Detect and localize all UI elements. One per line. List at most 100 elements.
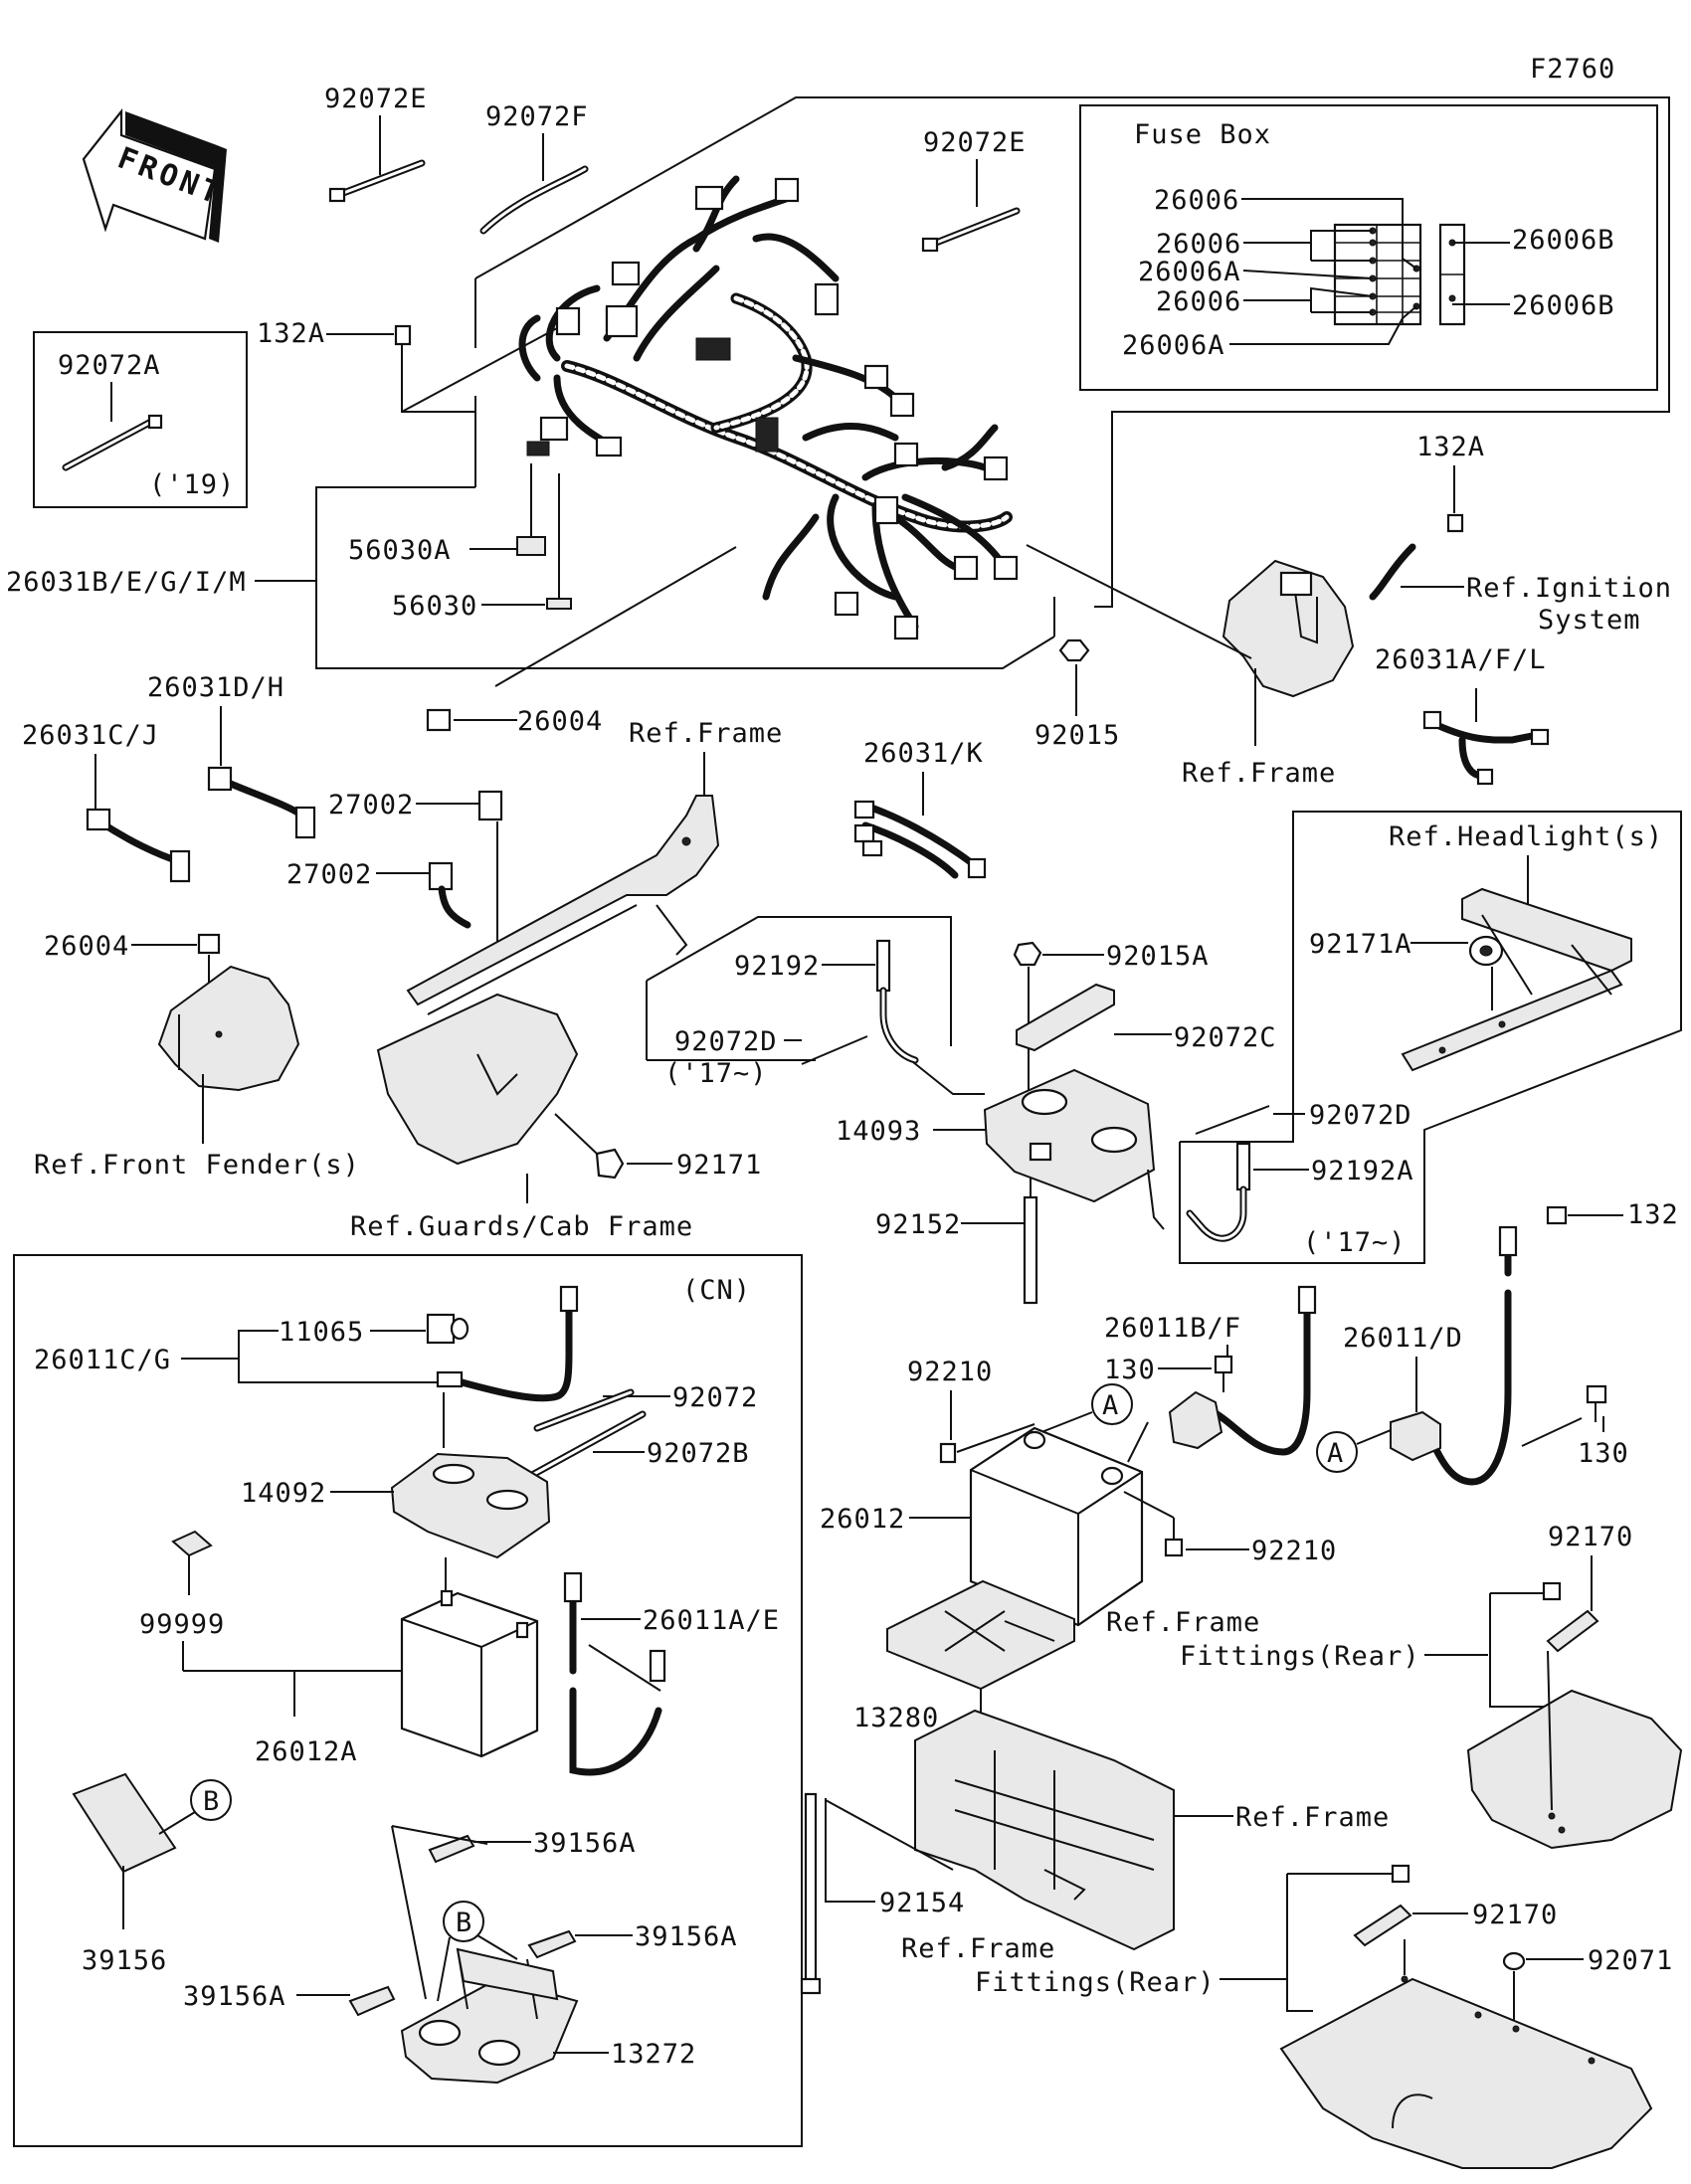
label-92170-1: 92170 [1548,1522,1633,1552]
label-26031dh: 26031D/H [147,672,284,703]
label-92192: 92192 [734,951,820,982]
label-26011cg: 26011C/G [34,1345,171,1375]
label-ref-ignition-1: Ref.Ignition [1466,573,1672,604]
cn-variant-box [13,1254,803,2147]
label-26011bf: 26011B/F [1104,1313,1241,1344]
label-a-2: A [1327,1438,1344,1469]
cable-tie-92072e [328,159,426,203]
label-92154: 92154 [879,1888,965,1918]
bolt-92154 [800,1792,822,1995]
sub-harness-26031afl [1422,710,1550,786]
label-92071: 92071 [1588,1945,1673,1976]
label-92072d-2: 92072D [1309,1100,1412,1131]
fuse-box-panel [1079,104,1658,391]
label-ref-frame-3: Ref.Frame [1235,1802,1390,1833]
ignition-bracket [1221,559,1355,698]
label-ref-frame-fit-1: Ref.Frame [1106,1607,1260,1638]
label-39156a-2: 39156A [635,1921,738,1952]
pad-39156a-3 [348,1985,396,2017]
nut-92015 [1058,638,1090,662]
nut-92071 [1502,1951,1526,1971]
label-56030a: 56030A [348,535,452,566]
label-27002-2: 27002 [286,859,372,890]
label-26031cj: 26031C/J [22,720,159,751]
headlight-bracket [1401,887,1632,1072]
label-ref-frame-1: Ref.Frame [1182,758,1336,789]
fuse-box-assembly [1333,223,1466,326]
label-92015: 92015 [1034,720,1120,751]
label-14092: 14092 [241,1478,326,1509]
pad-39156a-1 [428,1834,475,1864]
cable-tie-92072f [479,165,589,235]
label-26012: 26012 [820,1504,905,1535]
label-92170-2: 92170 [1472,1900,1558,1930]
frame-member-mid [406,795,720,1015]
bolt-132a-right [1446,513,1464,533]
battery-cover-14092 [390,1452,551,1559]
label-ref-frame-2: Ref.Frame [629,718,783,749]
sticker-39156 [72,1772,177,1874]
rear-fitting-plate-2 [1279,1975,1653,2169]
label-39156a-1: 39156A [533,1828,637,1859]
label-26011ae: 26011A/E [643,1605,780,1636]
label-26006b-1: 26006B [1512,225,1615,256]
fuse-27002-2 [428,861,454,891]
terminal-cover-26011d [1390,1410,1441,1462]
label-130-2: 130 [1578,1438,1629,1469]
sub-harness-26031k [853,800,987,879]
rod-92152 [1023,1195,1038,1305]
label-sticker-56030 [546,598,572,610]
label-11065: 11065 [279,1317,364,1348]
bolt-92170-2 [1353,1864,1412,1975]
diagram-id: F2760 [1530,54,1615,85]
nut-92015a [1013,941,1042,967]
label-26011d: 26011/D [1343,1323,1463,1354]
label-99999: 99999 [139,1609,225,1640]
label-39156a-3: 39156A [183,1981,286,2012]
sub-harness-26031cj [86,808,191,883]
battery-26012 [969,1426,1144,1627]
label-92171a: 92171A [1309,929,1412,960]
label-27002-1: 27002 [328,790,414,820]
clip-92171a [1468,935,1504,967]
label-sticker-99999 [171,1530,213,1557]
label-92072e-right: 92072E [923,127,1027,158]
label-26031begim: 26031B/E/G/I/M [6,567,247,598]
frame-rear-assembly [914,1709,1175,1951]
guards-cab-frame [376,993,579,1166]
label-26006-2: 26006 [1156,229,1241,260]
connector-26004-top [426,708,452,732]
label-a-1: A [1102,1390,1119,1421]
label-13280: 13280 [853,1703,939,1733]
label-b-2: B [456,1908,472,1938]
battery-bracket-13272 [400,1947,579,2085]
bolt-132a-left [394,324,412,370]
nut-92210-1 [939,1442,957,1464]
nut-92210-2 [1164,1538,1184,1557]
label-ref-headlight: Ref.Headlight(s) [1389,821,1663,852]
connector-26004-left [197,933,221,955]
label-cn: (CN) [682,1275,751,1306]
label-26006b-2: 26006B [1512,290,1615,321]
label-ref-frame-fit-3: Ref.Frame [901,1933,1055,1964]
label-26031k: 26031/K [863,738,984,769]
cap-11065 [426,1313,470,1345]
front-arrow: FRONT [82,107,228,243]
label-132: 132 [1627,1199,1679,1230]
label-92072a: 92072A [58,350,161,381]
label-92072: 92072 [672,1382,758,1413]
label-26006-3: 26006 [1156,286,1241,317]
label-ref-frame-fit-2: Fittings(Rear) [1180,1641,1420,1672]
fuse-box-title: Fuse Box [1134,119,1271,150]
tube-92192 [875,939,919,1064]
label-132a-left: 132A [257,318,325,349]
tube-92192a [1186,1142,1251,1242]
label-26004-1: 26004 [517,706,603,737]
battery-cable-26011bf [1168,1285,1317,1456]
label-26031afl: 26031A/F/L [1375,644,1547,675]
rear-fitting-plate-1 [1466,1650,1683,1850]
ground-cable-26011d [1428,1225,1518,1486]
label-56030: 56030 [392,591,477,622]
label-17-2: ('17~) [1303,1227,1407,1258]
label-92072c: 92072C [1174,1022,1277,1053]
